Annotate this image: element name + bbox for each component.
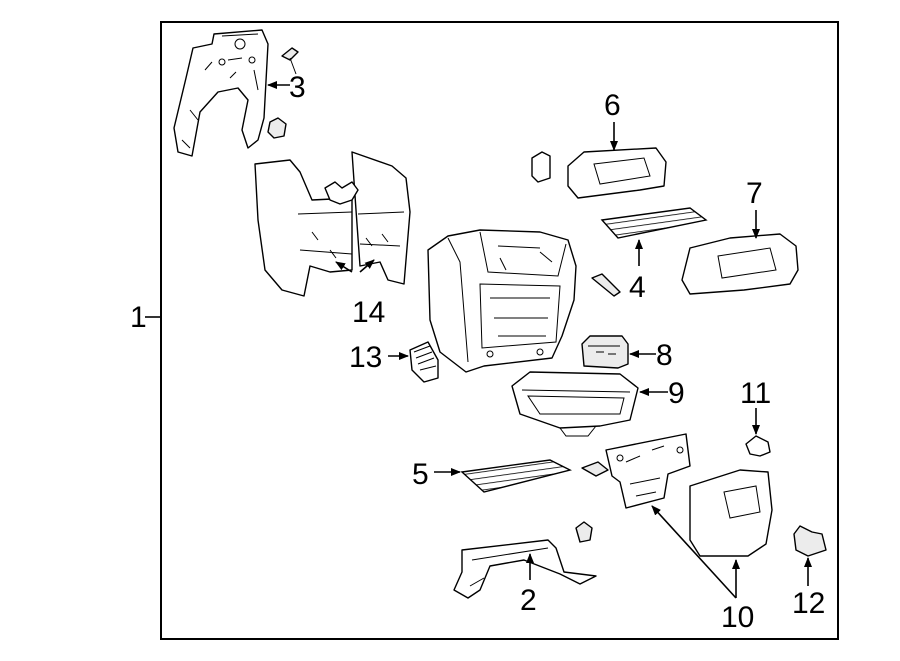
callout-14-label: 14 bbox=[352, 296, 385, 329]
part-14-side-panels: 14 bbox=[254, 151, 411, 329]
part-10-bracket: 10 bbox=[581, 433, 773, 634]
callout-8-label: 8 bbox=[656, 339, 673, 372]
part-5-mat: 5 bbox=[412, 458, 572, 493]
callout-9-label: 9 bbox=[668, 377, 685, 410]
callout-4-label: 4 bbox=[629, 271, 646, 304]
part-3-bracket: 3 bbox=[173, 29, 306, 157]
callout-10-label: 10 bbox=[721, 601, 754, 634]
callout-11-label: 11 bbox=[740, 377, 771, 410]
callout-5-label: 5 bbox=[412, 458, 429, 491]
part-2-base: 2 bbox=[453, 521, 597, 617]
callout-3-label: 3 bbox=[289, 71, 306, 104]
part-8-switch: 8 bbox=[581, 335, 673, 372]
callout-7-label: 7 bbox=[746, 177, 763, 210]
part-6-lid: 6 bbox=[531, 89, 667, 199]
part-13-vent: 13 bbox=[349, 341, 439, 383]
part-4-mat: 4 bbox=[591, 207, 708, 304]
callout-12-label: 12 bbox=[792, 587, 825, 620]
part-7-cover: 7 bbox=[681, 177, 799, 295]
callout-1: 1 bbox=[130, 301, 161, 334]
part-11-clip: 11 bbox=[740, 377, 771, 457]
callout-1-label: 1 bbox=[130, 301, 147, 334]
callout-6-label: 6 bbox=[604, 89, 621, 122]
part-12-clip: 12 bbox=[792, 525, 827, 620]
diagram-frame bbox=[160, 21, 839, 640]
part-9-tray: 9 bbox=[511, 371, 685, 437]
callout-2-label: 2 bbox=[520, 584, 537, 617]
console-body bbox=[427, 229, 577, 373]
callout-13-label: 13 bbox=[349, 341, 382, 374]
